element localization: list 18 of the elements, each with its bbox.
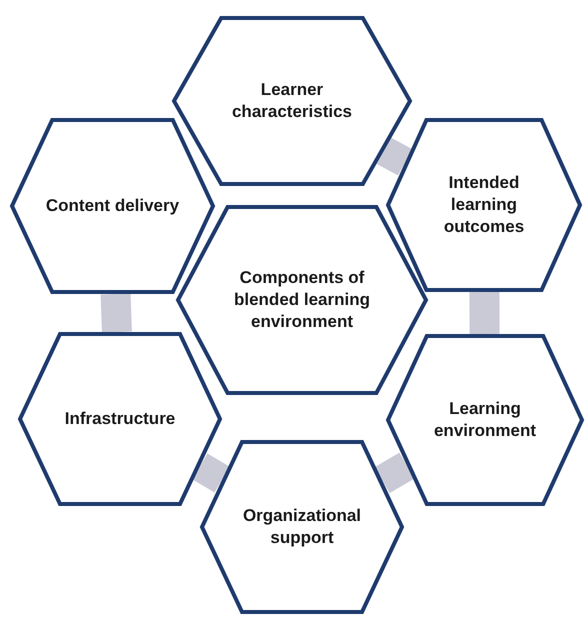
node-text: Components of blended learning environment (232, 267, 372, 333)
hexagon (10, 118, 215, 294)
node-text: Intended learning outcomes (442, 172, 526, 238)
hexagon (386, 334, 584, 506)
hexagon (172, 16, 412, 186)
connector-band (374, 452, 415, 494)
node-text: Content delivery (44, 195, 180, 217)
hexagon (200, 440, 404, 614)
connector-band (100, 293, 132, 333)
node-text: Infrastructure (64, 408, 176, 430)
node-text: Learner characteristics (230, 79, 353, 123)
hexagon (18, 332, 222, 506)
connector-band (376, 138, 412, 176)
node-text: Organizational support (242, 505, 362, 549)
hexagon (386, 118, 582, 292)
node-text: Learning environment (432, 398, 537, 442)
connector-band (192, 453, 230, 493)
connector-band (469, 292, 500, 334)
